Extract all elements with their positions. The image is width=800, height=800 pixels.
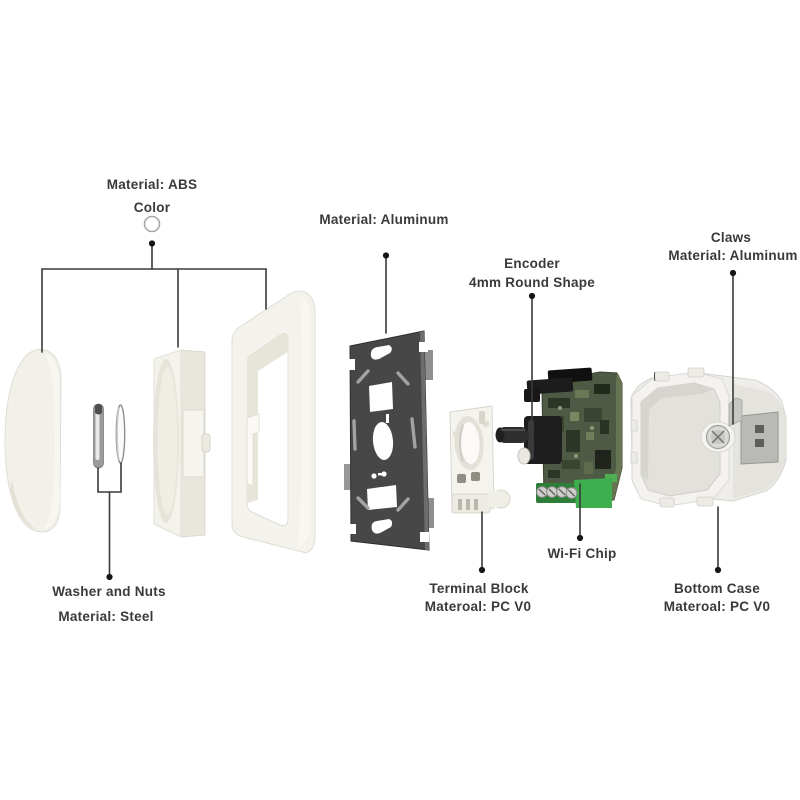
labels: Material: ABS Color Material: Aluminum E…	[52, 177, 797, 624]
plate-upper-hole	[369, 382, 393, 412]
label-claws-line2: Material: Aluminum	[668, 248, 797, 263]
knob-cap-body	[4, 348, 62, 533]
terminal-slot-a	[457, 474, 466, 483]
plate-lower-hole	[367, 485, 397, 510]
pcb-components	[548, 384, 617, 482]
plate-tab-right-top	[423, 350, 433, 380]
case-screw	[705, 424, 731, 450]
label-case-line2: Materoal: PC V0	[664, 599, 771, 614]
dot-case	[714, 566, 722, 574]
label-terminal-line2: Materoal: PC V0	[425, 599, 532, 614]
plate-top-slot	[370, 345, 392, 360]
leader-abs-bracket	[41, 268, 267, 353]
frame-right-sheen	[298, 296, 310, 548]
frame-ledge	[246, 413, 260, 487]
encoder-body-highlight	[528, 420, 534, 460]
terminal-slot-b	[471, 472, 480, 481]
dot-terminal	[478, 566, 486, 574]
washer-left-tip	[95, 404, 102, 415]
plate-small-hole-left	[371, 473, 377, 479]
leader-dots	[106, 240, 737, 581]
plate-tab-right-bottom	[424, 498, 434, 528]
leader-lines	[41, 245, 734, 575]
rotary-side-nub	[201, 433, 211, 453]
label-plate-material: Material: Aluminum	[319, 212, 448, 227]
terminal-hole-left	[453, 431, 459, 437]
knob-cap-part	[4, 348, 62, 533]
knob-cap-shadow	[10, 480, 36, 529]
terminal-foot-slots	[458, 499, 478, 510]
claw-plate	[740, 411, 779, 465]
washer-left-highlight	[95, 412, 100, 460]
rotary-side-panel	[182, 409, 205, 478]
label-encoder-line1: Encoder	[504, 256, 560, 271]
plate-center-oval	[372, 422, 394, 460]
label-washers-line2: Material: Steel	[58, 609, 153, 624]
plate-center-notch	[386, 414, 389, 423]
claw-hole-bottom	[755, 439, 764, 447]
case-notches	[630, 367, 714, 508]
label-case-line1: Bottom Case	[674, 581, 760, 596]
plate-tab-left	[344, 464, 353, 490]
plate-bottom-slot	[371, 519, 393, 534]
dot-abs	[148, 240, 156, 247]
washer-right-shade	[116, 407, 120, 461]
rotary-face-dome	[157, 367, 178, 515]
terminal-top-slot	[479, 411, 485, 424]
dot-plate	[382, 252, 390, 259]
label-knob-material: Material: ABS	[107, 177, 198, 192]
case-cavity	[640, 382, 721, 497]
terminal-boss-neck	[488, 491, 500, 507]
mounting-plate-part	[344, 330, 434, 551]
plate-corner-notches	[348, 342, 429, 542]
label-knob-color: Color	[134, 200, 171, 215]
encoder-shaft-tip	[495, 427, 505, 443]
plate-small-hole-right	[381, 471, 387, 477]
label-washers-line1: Washer and Nuts	[52, 584, 166, 599]
knob-cap-highlight	[44, 352, 60, 529]
dot-claws	[729, 269, 737, 277]
plate-edge-light	[420, 331, 429, 550]
terminal-oval-hole	[460, 422, 480, 464]
label-claws-line1: Claws	[711, 230, 751, 245]
terminal-oval-shadow	[459, 424, 464, 462]
terminal-block-part	[449, 405, 511, 514]
color-swatch-circle	[143, 215, 161, 233]
plate-small-slot	[378, 473, 382, 476]
pcb-assembly-part	[495, 367, 623, 508]
pcb-standoff	[517, 447, 531, 465]
bottom-case-part	[630, 367, 787, 508]
plate-corner-slits	[352, 369, 417, 512]
label-terminal-line1: Terminal Block	[429, 581, 529, 596]
dot-wifi	[576, 534, 584, 542]
pcb-right-edge	[608, 373, 622, 500]
claw-hole-top	[755, 425, 764, 433]
terminal-screws	[536, 486, 578, 499]
frame-part	[231, 290, 316, 554]
label-wifi: Wi-Fi Chip	[547, 546, 616, 561]
washers-part	[93, 403, 126, 469]
dot-encoder	[528, 292, 536, 300]
label-encoder-line2: 4mm Round Shape	[469, 275, 595, 290]
frame-inner-shadow	[247, 333, 288, 503]
dot-washers	[106, 573, 113, 581]
rotary-body-part	[153, 349, 211, 538]
wire-terminal-bright	[574, 478, 612, 508]
terminal-foot	[451, 493, 491, 514]
